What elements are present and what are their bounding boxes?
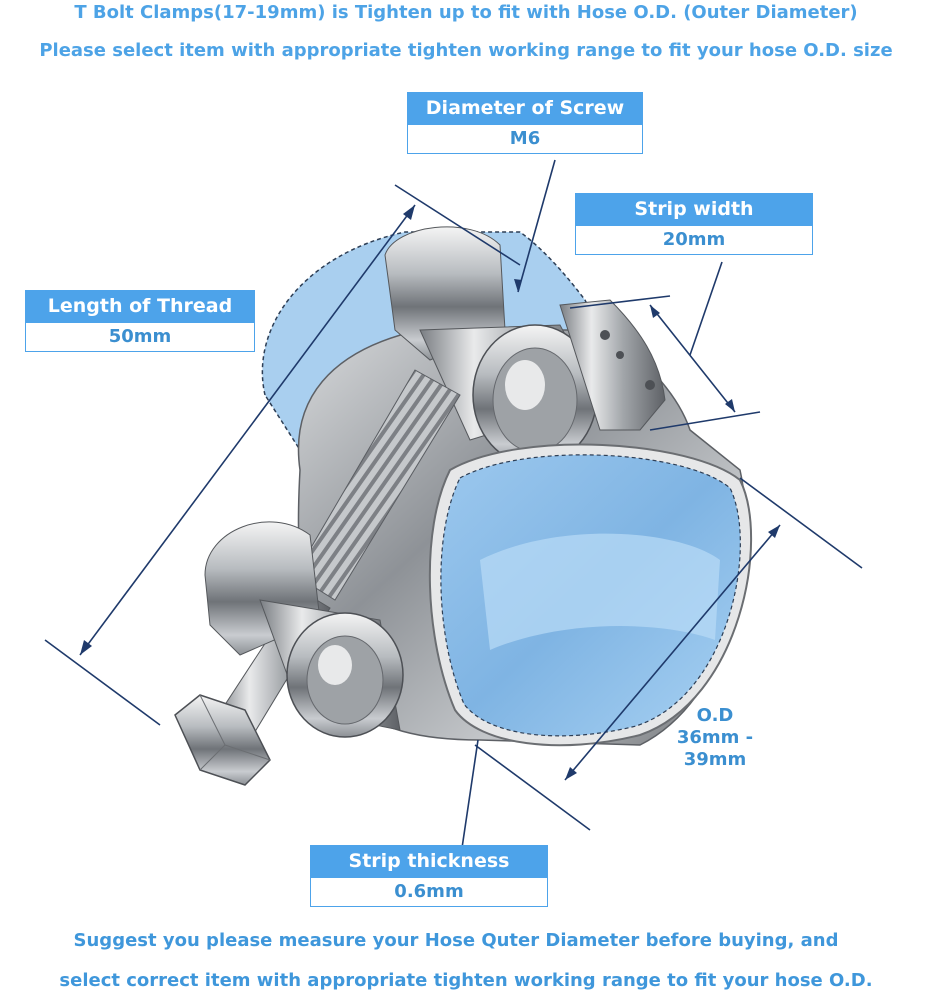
- spec-strip-thickness-value: 0.6mm: [310, 878, 548, 907]
- arrow-head-screw: [514, 279, 522, 292]
- bracket-hole-1: [600, 330, 610, 340]
- arrow-head-od-top: [768, 525, 780, 538]
- od-annotation: O.D 36mm - 39mm: [650, 705, 780, 771]
- clamp-bracket: [559, 299, 666, 431]
- strip-width-dimension-arrow: [649, 304, 736, 413]
- spec-strip-thickness: Strip thickness 0.6mm: [310, 845, 548, 907]
- thread-extension-bottom: [44, 639, 161, 726]
- thread-extension-top: [394, 184, 521, 266]
- spec-strip-width: Strip width 20mm: [575, 193, 813, 255]
- spec-strip-width-value: 20mm: [575, 226, 813, 255]
- footer-line-1: Suggest you please measure your Hose Qut…: [73, 930, 839, 951]
- strip-width-extension-top: [569, 295, 671, 309]
- spec-screw-label: Diameter of Screw: [407, 92, 643, 125]
- threaded-bolt: [294, 369, 461, 601]
- hose-front-opening: [428, 443, 753, 747]
- arrow-head-thread-bottom: [80, 640, 92, 655]
- arrow-head-strip-top: [650, 305, 660, 318]
- arrow-head-strip-bottom: [725, 399, 735, 412]
- arrow-heads: [80, 205, 780, 780]
- od-label: O.D: [696, 705, 734, 726]
- spec-strip-thickness-label: Strip thickness: [310, 845, 548, 878]
- arrow-head-od-bottom: [565, 767, 577, 780]
- od-range: 36mm - 39mm: [676, 727, 754, 770]
- lower-trunnion: [204, 521, 404, 738]
- spec-strip-width-label: Strip width: [575, 193, 813, 226]
- bracket-hole-2: [616, 351, 624, 359]
- strip-width-leader: [689, 261, 723, 356]
- spec-screw-diameter: Diameter of Screw M6: [407, 92, 643, 154]
- header-line-2: Please select item with appropriate tigh…: [39, 40, 893, 61]
- dimension-lines: [44, 159, 863, 849]
- spec-thread-label: Length of Thread: [25, 290, 255, 323]
- spec-thread-length: Length of Thread 50mm: [25, 290, 255, 352]
- strip-thickness-leader: [461, 739, 479, 849]
- bracket-hole-3: [645, 380, 655, 390]
- spec-screw-value: M6: [407, 125, 643, 154]
- od-dimension-arrow: [564, 524, 781, 781]
- od-extension-top: [739, 477, 863, 569]
- od-extension-bottom: [474, 744, 591, 831]
- strip-width-extension-bottom: [649, 411, 761, 431]
- upper-trunnion: [384, 226, 601, 466]
- screw-leader: [517, 159, 556, 293]
- thread-dimension-arrow: [79, 204, 416, 656]
- arrow-head-thread-top: [403, 205, 415, 220]
- footer-line-2: select correct item with appropriate tig…: [59, 970, 873, 991]
- spec-thread-value: 50mm: [25, 323, 255, 352]
- header-line-1: T Bolt Clamps(17-19mm) is Tighten up to …: [74, 2, 858, 23]
